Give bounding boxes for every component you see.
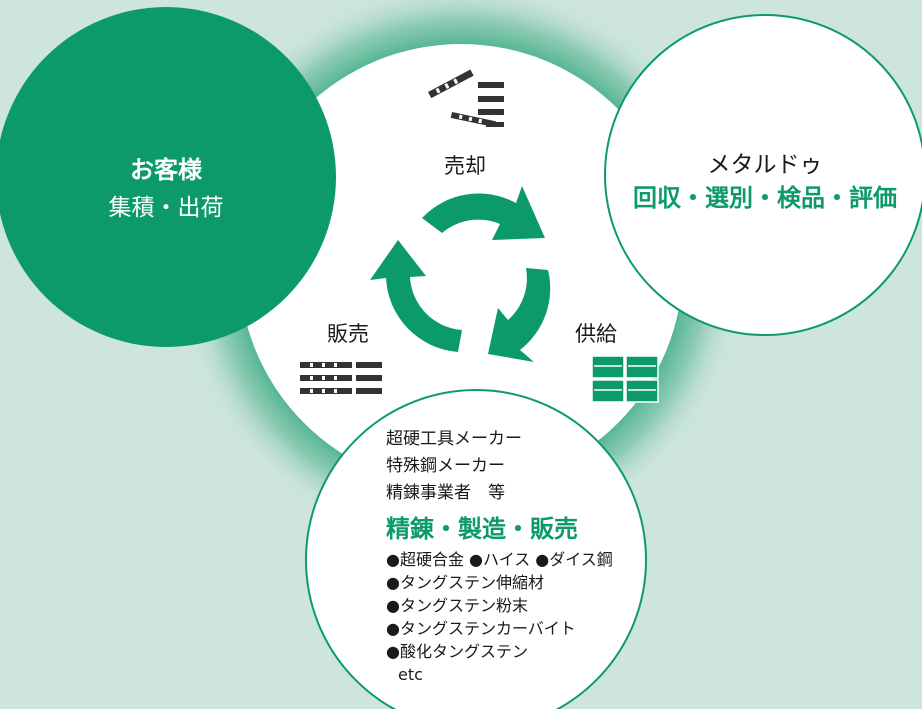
- sale-label: 販売: [327, 322, 369, 346]
- product-item: ●タングステンカーバイト: [386, 619, 576, 638]
- metal-title: メタルドゥ: [707, 152, 823, 178]
- customer-title: お客様: [130, 156, 202, 184]
- customer-circle: [0, 7, 336, 347]
- product-item: ●超硬合金 ●ハイス ●ダイス鋼: [386, 550, 613, 569]
- metal-subtitle: 回収・選別・検品・評価: [633, 184, 897, 212]
- tool-bits-icon: [428, 69, 504, 128]
- tool-bits-icon: [300, 362, 382, 394]
- product-item: ●酸化タングステン: [386, 642, 528, 661]
- cycle-arrows-icon: [370, 186, 551, 362]
- refine-highlight: 精錬・製造・販売: [386, 515, 578, 543]
- metal-node: メタルドゥ 回収・選別・検品・評価: [605, 0, 922, 340]
- product-item: etc: [398, 665, 423, 684]
- sell-label: 売却: [444, 154, 486, 178]
- boxes-icon: [591, 355, 659, 403]
- metal-circle: [604, 14, 922, 336]
- customer-subtitle: 集積・出荷: [108, 195, 224, 221]
- maker-line: 精錬事業者 等: [386, 483, 505, 503]
- maker-circle: [305, 389, 647, 709]
- maker-line: 特殊鋼メーカー: [386, 456, 505, 476]
- maker-node: 超硬工具メーカー 特殊鋼メーカー 精錬事業者 等 精錬・製造・販売 ●超硬合金 …: [386, 426, 646, 686]
- product-item: ●タングステン伸縮材: [386, 573, 544, 592]
- customer-node: お客様 集積・出荷: [0, 0, 332, 360]
- maker-line: 超硬工具メーカー: [386, 429, 522, 449]
- supply-label: 供給: [575, 322, 617, 346]
- product-item: ●タングステン粉末: [386, 596, 528, 615]
